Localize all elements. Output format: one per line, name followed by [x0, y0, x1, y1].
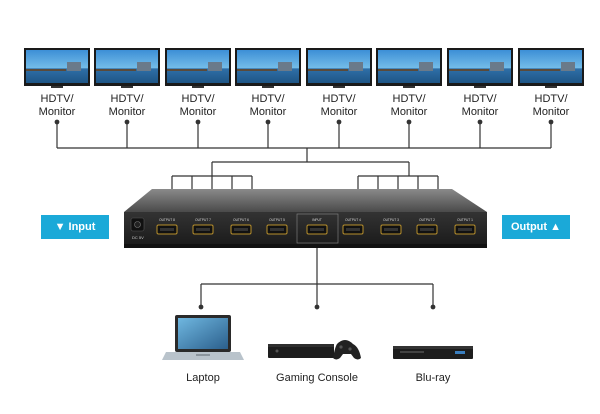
- monitor-icon: [235, 48, 301, 88]
- monitor-label: HDTV/Monitor: [519, 93, 583, 119]
- monitor-icon: [306, 48, 372, 88]
- port-label: OUTPUT 4: [345, 218, 361, 222]
- hdmi-port: OUTPUT 8: [156, 218, 178, 235]
- port-label: OUTPUT 7: [195, 218, 211, 222]
- connection-lines: [54, 119, 554, 310]
- port-label: INPUT: [312, 218, 322, 222]
- monitor-label-line1: HDTV/: [110, 93, 144, 105]
- hdmi-ports: OUTPUT 8 OUTPUT 7 OUTPUT 6 OUTPUT 5 INPUT OUT…: [156, 218, 476, 235]
- game-console-icon: [268, 340, 361, 360]
- monitor-label-line2: Monitor: [532, 106, 570, 118]
- splitter-top-surface: [124, 189, 487, 212]
- source-label-bluray: Blu-ray: [415, 372, 451, 384]
- hdmi-port: INPUT: [306, 218, 328, 235]
- monitor-label: HDTV/Monitor: [307, 93, 371, 119]
- monitor-icon: [24, 48, 90, 88]
- monitor-icon: [518, 48, 584, 88]
- monitor-label-line1: HDTV/: [40, 93, 74, 105]
- input-badge: ▼ Input: [41, 215, 109, 239]
- monitor-label: HDTV/Monitor: [448, 93, 512, 119]
- monitor-label-line1: HDTV/: [322, 93, 356, 105]
- monitor-label-line2: Monitor: [390, 106, 428, 118]
- monitor-label: HDTV/Monitor: [166, 93, 230, 119]
- monitor-label-line2: Monitor: [249, 106, 287, 118]
- hdmi-port: OUTPUT 3: [380, 218, 402, 235]
- port-label: OUTPUT 3: [383, 218, 399, 222]
- monitor-label-line2: Monitor: [108, 106, 146, 118]
- hdmi-port: OUTPUT 1: [454, 218, 476, 235]
- port-label: OUTPUT 6: [233, 218, 249, 222]
- monitor-label-line1: HDTV/: [463, 93, 497, 105]
- laptop-icon: [162, 315, 244, 360]
- monitor-label: HDTV/Monitor: [377, 93, 441, 119]
- port-label: OUTPUT 5: [269, 218, 285, 222]
- monitor-label: HDTV/Monitor: [95, 93, 159, 119]
- port-label: OUTPUT 1: [457, 218, 473, 222]
- monitor-label: HDTV/Monitor: [25, 93, 89, 119]
- monitor-label: HDTV/Monitor: [236, 93, 300, 119]
- source-label-laptop: Laptop: [186, 372, 220, 384]
- hdmi-port: OUTPUT 5: [266, 218, 288, 235]
- monitor-label-line2: Monitor: [179, 106, 217, 118]
- bluray-player-icon: [393, 346, 473, 359]
- monitor-label-line1: HDTV/: [181, 93, 215, 105]
- monitor-icon: [447, 48, 513, 88]
- monitor-row: [24, 48, 584, 88]
- output-badge: Output ▲: [502, 215, 570, 239]
- hdmi-port: OUTPUT 4: [342, 218, 364, 235]
- hdmi-port: OUTPUT 6: [230, 218, 252, 235]
- dc-label: DC 5V: [132, 235, 144, 240]
- monitor-icon: [94, 48, 160, 88]
- monitor-label-line1: HDTV/: [251, 93, 285, 105]
- monitor-icon: [165, 48, 231, 88]
- hdmi-splitter-device: DC 5V OUTPUT 8 OUTPUT 7 OUTPUT 6 OUTPUT 5 IN…: [124, 189, 487, 248]
- monitor-icon: [376, 48, 442, 88]
- source-label-gaming-console: Gaming Console: [276, 372, 358, 384]
- monitor-label-line2: Monitor: [38, 106, 76, 118]
- port-label: OUTPUT 2: [419, 218, 435, 222]
- monitor-label-line1: HDTV/: [392, 93, 426, 105]
- hdmi-port: OUTPUT 2: [416, 218, 438, 235]
- input-port-frame: [296, 213, 339, 244]
- port-label: OUTPUT 8: [159, 218, 175, 222]
- monitor-label-line2: Monitor: [461, 106, 499, 118]
- monitor-label-line2: Monitor: [320, 106, 358, 118]
- monitor-label-line1: HDTV/: [534, 93, 568, 105]
- hdmi-port: OUTPUT 7: [192, 218, 214, 235]
